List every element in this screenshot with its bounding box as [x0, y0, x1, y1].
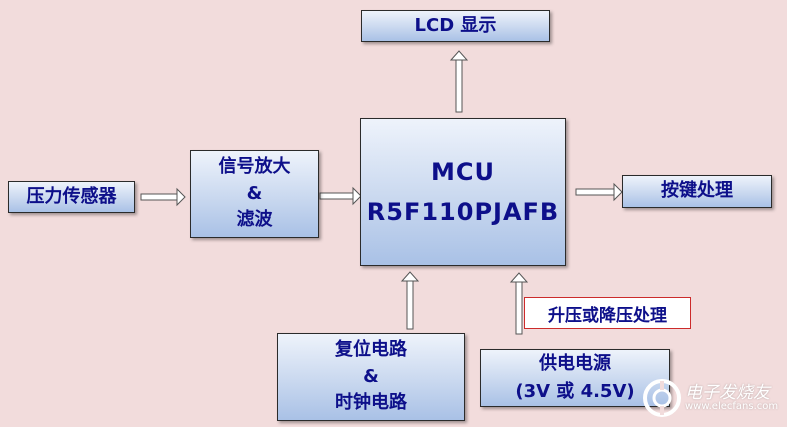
reset-ampersand: & — [363, 365, 379, 387]
watermark-text: 电子发烧友 — [685, 383, 770, 403]
arrow-sensor-to-amp — [140, 187, 186, 207]
reset-clock-block: 复位电路 & 时钟电路 — [277, 333, 465, 421]
power-supply-label: 供电电源 — [539, 353, 611, 374]
arrow-mcu-to-keys — [575, 182, 623, 202]
power-supply-block: 供电电源 (3V 或 4.5V) — [480, 349, 670, 407]
pressure-sensor-label: 压力传感器 — [26, 185, 117, 207]
clock-label: 时钟电路 — [335, 392, 407, 414]
lcd-display-label: LCD 显示 — [414, 14, 497, 36]
boost-buck-text: 升压或降压处理 — [548, 305, 667, 326]
arrow-amp-to-mcu — [319, 186, 362, 206]
watermark-url: www.elecfans.com — [685, 401, 779, 412]
amp-filter-block: 信号放大 & 滤波 — [190, 150, 319, 238]
amp-label: 信号放大 — [218, 156, 291, 178]
mcu-block: MCU R5F110PJAFB — [360, 118, 566, 266]
watermark: 电子发烧友 www.elecfans.com — [640, 374, 785, 424]
arrow-reset-to-mcu — [400, 271, 420, 330]
power-voltage-label: (3V 或 4.5V) — [515, 380, 635, 402]
arrow-mcu-to-lcd — [449, 50, 469, 113]
mcu-title: MCU — [431, 158, 495, 186]
arrow-power-to-mcu — [509, 272, 529, 335]
amp-ampersand: & — [246, 182, 263, 204]
pressure-sensor-block: 压力传感器 — [8, 181, 135, 213]
filter-label: 滤波 — [236, 209, 273, 231]
reset-label: 复位电路 — [335, 339, 407, 361]
boost-buck-label: 升压或降压处理 — [524, 297, 691, 329]
mcu-part-number: R5F110PJAFB — [366, 198, 560, 226]
key-handling-block: 按键处理 — [622, 175, 772, 208]
lcd-display-block: LCD 显示 — [361, 10, 550, 42]
key-handling-label: 按键处理 — [661, 180, 733, 202]
watermark-logo-icon — [643, 379, 681, 417]
